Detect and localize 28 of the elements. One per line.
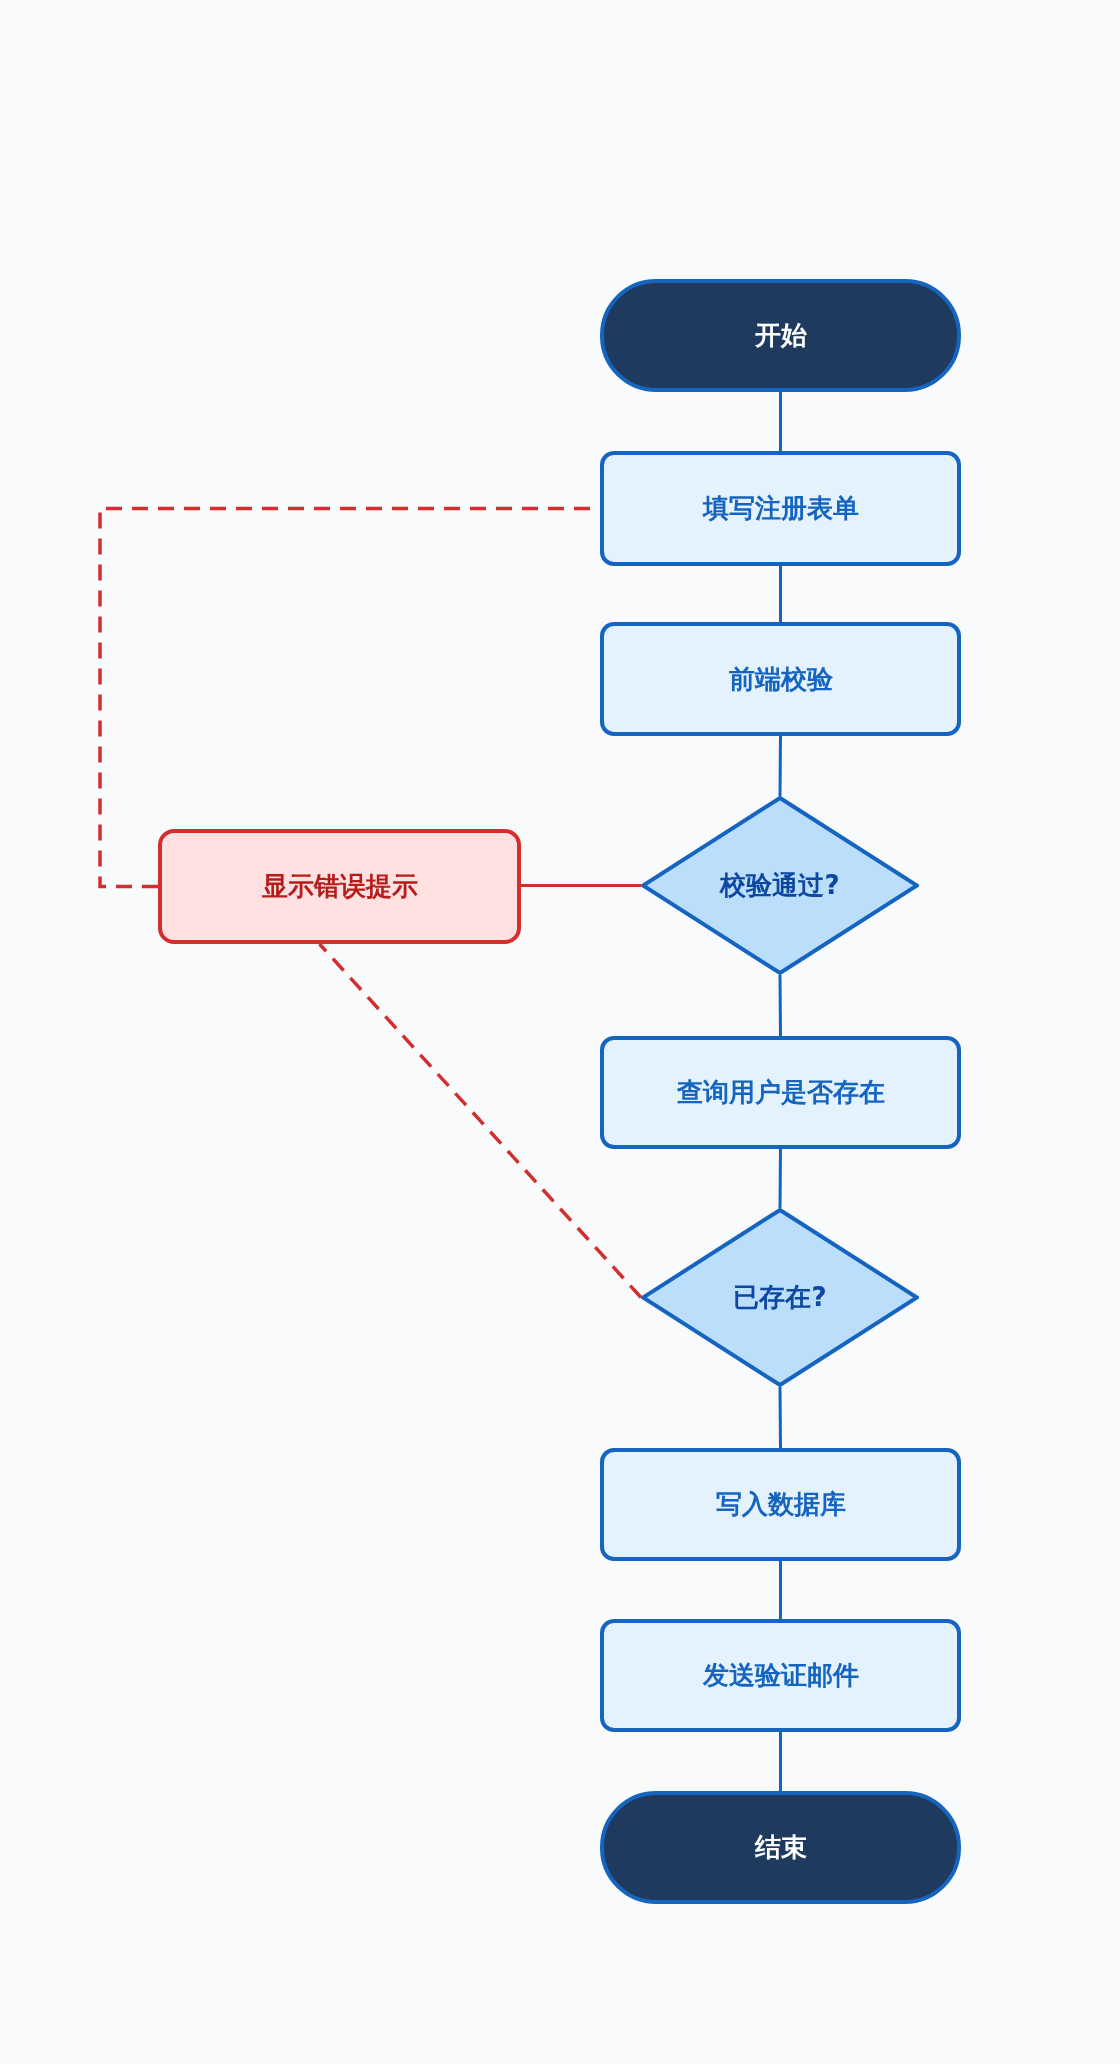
node-label: 查询用户是否存在 <box>676 1076 885 1109</box>
connector-line <box>521 884 641 887</box>
decision-diamond <box>641 796 919 975</box>
error-box <box>158 829 521 944</box>
process-box <box>600 622 961 736</box>
node-label: 开始 <box>754 319 807 352</box>
node-label: 填写注册表单 <box>702 492 859 525</box>
connector-line <box>779 392 782 451</box>
connector-line <box>778 1149 782 1208</box>
node-label: 结束 <box>754 1831 807 1864</box>
connector-line <box>778 736 782 796</box>
process-box <box>600 1448 961 1561</box>
connector-line <box>318 942 643 1299</box>
node-label: 校验通过? <box>720 869 840 902</box>
process-box <box>600 451 961 566</box>
node-label: 显示错误提示 <box>261 870 418 903</box>
node-label: 已存在? <box>733 1281 827 1314</box>
node-label: 写入数据库 <box>715 1488 846 1521</box>
connector-line <box>778 975 782 1036</box>
decision-diamond <box>641 1208 919 1387</box>
node-label: 发送验证邮件 <box>702 1659 859 1692</box>
connector-line <box>778 1387 782 1448</box>
connector-line <box>779 1561 782 1619</box>
process-box <box>600 1036 961 1149</box>
process-box <box>600 1619 961 1732</box>
connector-line <box>779 1732 782 1791</box>
node-label: 前端校验 <box>728 662 833 696</box>
connector-line <box>779 566 782 622</box>
